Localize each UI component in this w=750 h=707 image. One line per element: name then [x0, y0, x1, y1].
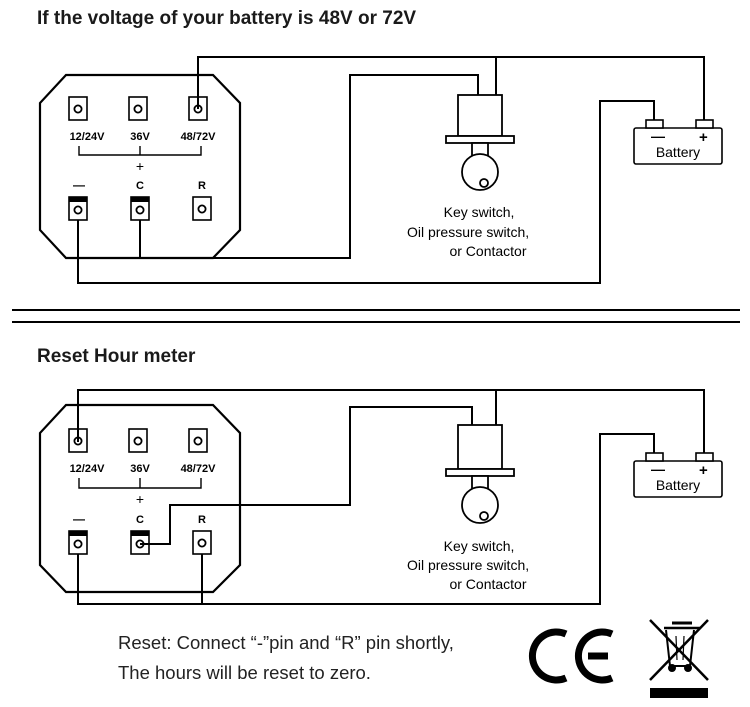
weee-bin-icon	[649, 619, 709, 698]
diagram-top: 12/24V 36V 48/72V + — C R Key switc	[38, 56, 723, 284]
ce-mark-icon	[528, 628, 614, 684]
label-12-24v: 12/24V	[70, 463, 106, 475]
terminal-12-24v	[68, 96, 88, 121]
label-36v: 36V	[130, 463, 150, 475]
plus-sign: +	[136, 158, 144, 174]
battery-negative: —	[651, 128, 665, 144]
terminal-minus	[68, 530, 88, 555]
wires-bottom	[77, 389, 705, 605]
hour-meter-body	[38, 403, 242, 594]
label-c: C	[136, 514, 144, 526]
label-r: R	[198, 514, 206, 526]
label-12-24v: 12/24V	[70, 131, 106, 143]
key-switch	[445, 424, 515, 524]
terminal-minus	[68, 196, 88, 221]
terminal-36v	[128, 96, 148, 121]
battery-negative: —	[651, 461, 665, 477]
battery-label: Battery	[656, 144, 700, 160]
key-switch	[445, 94, 515, 191]
terminal-36v	[128, 428, 148, 453]
label-minus: —	[73, 512, 85, 526]
label-r: R	[198, 180, 206, 192]
terminal-r	[192, 196, 212, 221]
reset-instruction-line1: Reset: Connect “-”pin and “R” pin shortl…	[118, 632, 454, 653]
terminal-c	[130, 196, 150, 221]
label-36v: 36V	[130, 131, 150, 143]
switch-caption: Key switch, Oil pressure switch, or Cont…	[407, 204, 533, 259]
wires-top	[77, 56, 705, 284]
label-c: C	[136, 180, 144, 192]
label-minus: —	[73, 178, 85, 192]
label-48-72v: 48/72V	[181, 463, 217, 475]
battery-label: Battery	[656, 477, 700, 493]
terminal-r	[192, 530, 212, 555]
diagram-bottom: 12/24V 36V 48/72V + — C R Key switch, Oi…	[38, 389, 723, 605]
battery	[633, 119, 723, 165]
battery-positive: +	[699, 129, 708, 146]
plus-sign: +	[136, 491, 144, 507]
battery	[633, 452, 723, 498]
section-title-reset: Reset Hour meter	[37, 346, 196, 367]
reset-instruction-line2: The hours will be reset to zero.	[118, 662, 371, 683]
switch-caption: Key switch, Oil pressure switch, or Cont…	[407, 538, 533, 592]
battery-positive: +	[699, 462, 708, 479]
page-title: If the voltage of your battery is 48V or…	[37, 8, 417, 29]
label-48-72v: 48/72V	[181, 131, 217, 143]
terminal-48-72v	[188, 428, 208, 453]
terminal-c	[130, 530, 150, 555]
